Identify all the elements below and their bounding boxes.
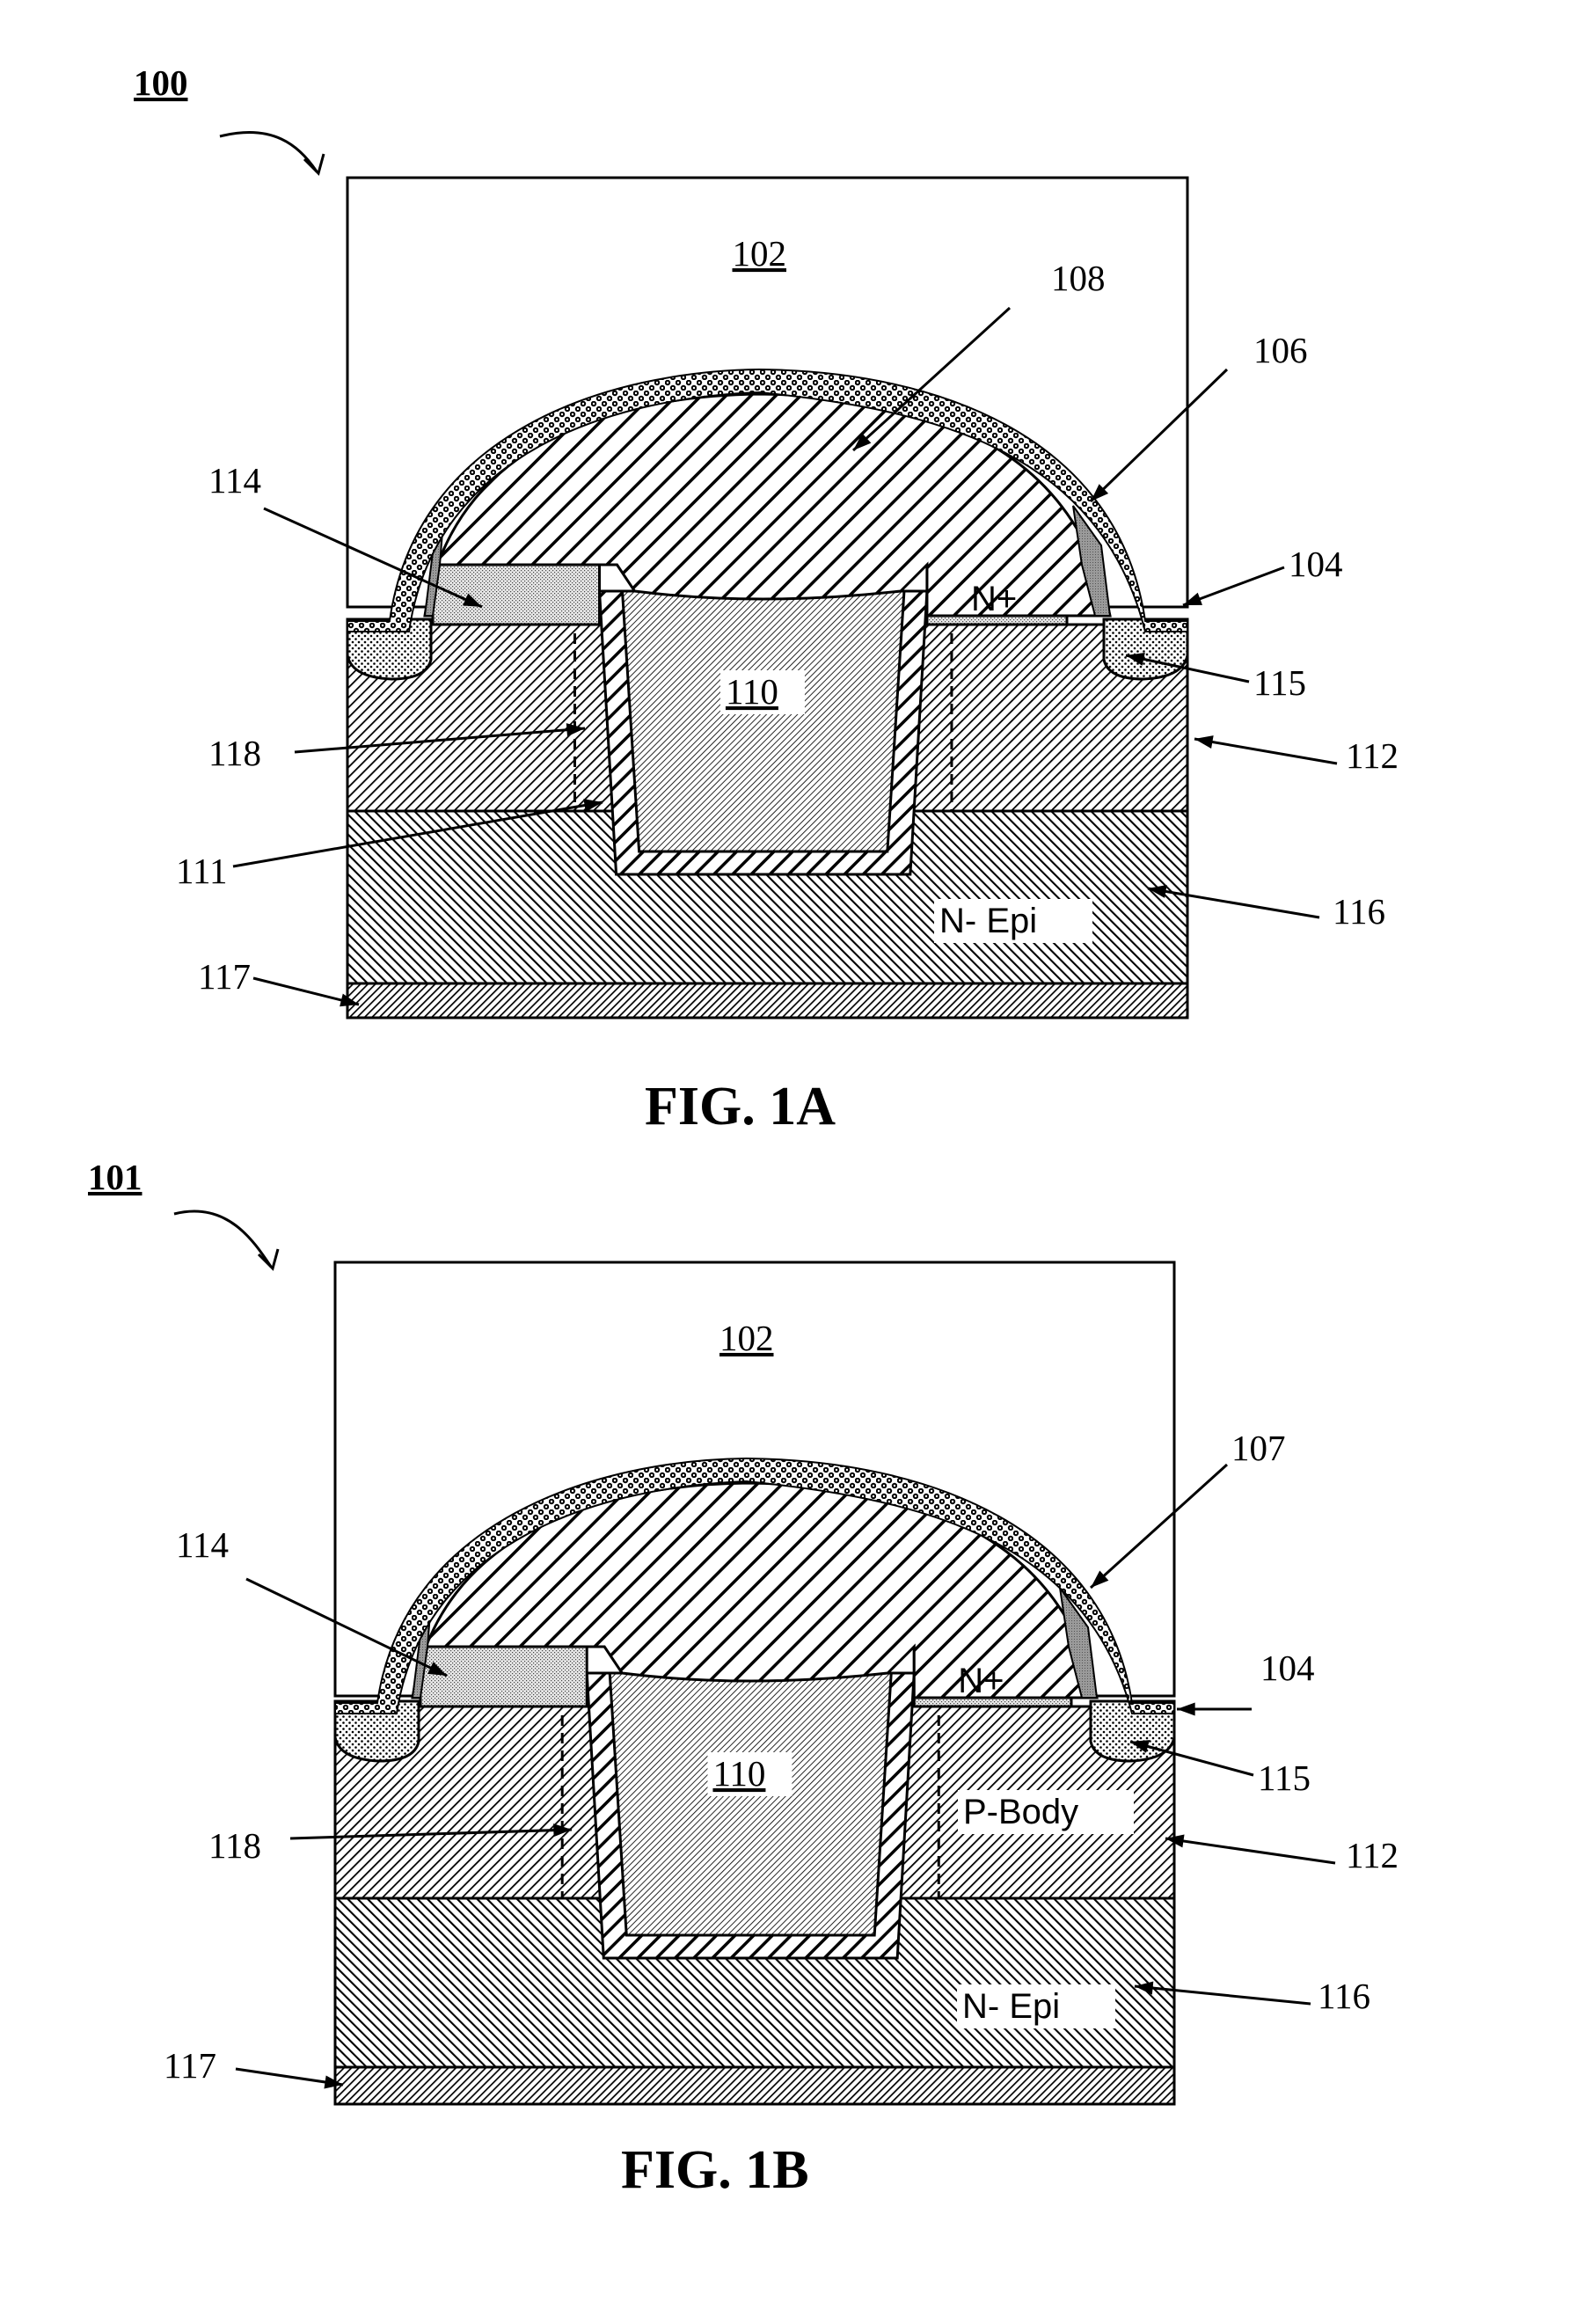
callout-114: 114 xyxy=(176,1524,229,1565)
substrate-layer-117 xyxy=(335,2067,1174,2104)
callout-116: 116 xyxy=(1333,891,1385,932)
region-label-nepi: N- Epi xyxy=(962,1987,1060,2026)
callout-116: 116 xyxy=(1318,1976,1370,2016)
substrate-layer-117 xyxy=(347,983,1187,1018)
callout-118: 118 xyxy=(208,733,261,773)
figure-1b: 102 110 N+ N- Epi P-Body 101FIG. 1B 107 114 104 1… xyxy=(88,1157,1399,2200)
region-label-110: 110 xyxy=(712,1753,765,1794)
callout-112: 112 xyxy=(1346,1835,1399,1875)
region-label-pbody: P-Body xyxy=(963,1793,1078,1831)
callout-111: 111 xyxy=(176,851,227,891)
region-label-nepi: N- Epi xyxy=(939,902,1037,940)
trench-fill-110 xyxy=(623,591,904,851)
callout-108: 108 xyxy=(1051,258,1106,298)
callout-112: 112 xyxy=(1346,735,1399,776)
region-label-110: 110 xyxy=(726,671,778,712)
arrowhead-104 xyxy=(1177,1702,1195,1715)
figure-caption: FIG. 1B xyxy=(621,2140,809,2200)
region-label-nplus: N+ xyxy=(971,580,1017,618)
figure-ref-arrowhead xyxy=(304,154,324,173)
callout-115: 115 xyxy=(1258,1758,1311,1798)
figure-ref-number: 101 xyxy=(88,1157,142,1197)
trench-fill-110 xyxy=(610,1673,891,1935)
leader-line-112 xyxy=(1194,739,1337,764)
leader-line-112 xyxy=(1165,1838,1335,1863)
region-label-102: 102 xyxy=(733,233,787,274)
callout-106: 106 xyxy=(1253,330,1308,370)
n-plus-region-left xyxy=(420,1647,587,1706)
callout-117: 117 xyxy=(164,2045,216,2086)
callout-104: 104 xyxy=(1260,1648,1315,1688)
figure-1a: 102 110 N+ N- Epi 100FIG. 1A 108 106 114 104 115 1… xyxy=(134,62,1399,1136)
figure-ref-number: 100 xyxy=(134,62,188,103)
figure-caption: FIG. 1A xyxy=(645,1077,836,1136)
callout-118: 118 xyxy=(208,1825,261,1866)
callout-107: 107 xyxy=(1231,1428,1286,1468)
callout-114: 114 xyxy=(208,460,261,501)
region-label-102: 102 xyxy=(719,1318,774,1358)
arrowhead-112 xyxy=(1194,735,1214,749)
figure-ref-arrow xyxy=(174,1211,271,1267)
figure-ref-arrow xyxy=(220,133,317,172)
region-label-nplus: N+ xyxy=(958,1662,1004,1700)
callout-104: 104 xyxy=(1289,544,1343,584)
callout-117: 117 xyxy=(198,956,251,997)
callout-115: 115 xyxy=(1253,662,1306,703)
